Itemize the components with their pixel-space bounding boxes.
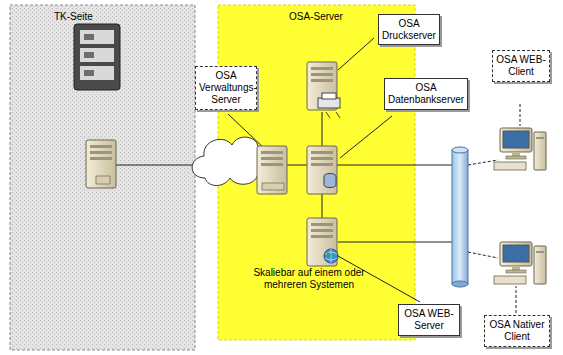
callout-box: OSA Nativer Client — [484, 315, 550, 347]
callout-label: OSA Verwaltungs-Server — [199, 70, 253, 106]
region-note: Skaliebar auf einem oder mehreren System… — [234, 267, 384, 290]
tk-region: TK-Seite — [10, 5, 195, 350]
callout-box: OSA WEB-Client — [492, 50, 550, 82]
callout-box: OSA Druckserver — [378, 14, 440, 45]
callout-box: OSA Verwaltungs-Server — [195, 66, 257, 110]
server-region: OSA-ServerSkaliebar auf einem oder mehre… — [218, 5, 415, 340]
callout-label: OSA WEB-Server — [402, 308, 456, 332]
callout-label: OSA Druckserver — [382, 18, 436, 41]
callout-label: OSA WEB-Client — [496, 54, 546, 78]
callout-box: OSA WEB-Server — [398, 304, 460, 336]
callout-label: OSA Datenbankserver — [388, 82, 464, 106]
callout-box: OSA Datenbankserver — [384, 78, 468, 110]
region-title: OSA-Server — [266, 11, 366, 23]
callout-label: OSA Nativer Client — [488, 319, 546, 343]
region-title: TK-Seite — [54, 11, 124, 23]
